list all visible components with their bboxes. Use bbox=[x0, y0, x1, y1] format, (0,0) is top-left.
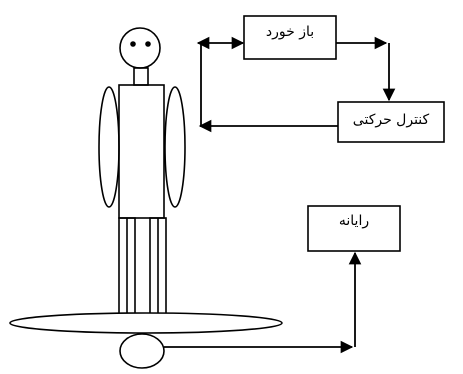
connectors bbox=[164, 36, 396, 354]
computer-label: رایانه bbox=[338, 213, 370, 229]
feedback-label: باز خورد bbox=[265, 24, 315, 40]
human-figure bbox=[98, 27, 186, 317]
neck-shape bbox=[133, 67, 149, 86]
motor-control-label: کنترل حرکتی bbox=[352, 112, 430, 128]
computer-box bbox=[307, 205, 401, 252]
left-eye-shape bbox=[130, 41, 136, 47]
right-eye-shape bbox=[145, 41, 151, 47]
motor-control-box bbox=[337, 101, 445, 143]
platform-shape bbox=[9, 312, 283, 334]
feedback-box bbox=[243, 15, 337, 60]
right-arm-shape bbox=[164, 86, 186, 208]
left-arm-shape bbox=[98, 86, 120, 208]
head-shape bbox=[119, 27, 161, 69]
sensor-ball-shape bbox=[119, 333, 165, 369]
torso-shape bbox=[118, 84, 165, 219]
